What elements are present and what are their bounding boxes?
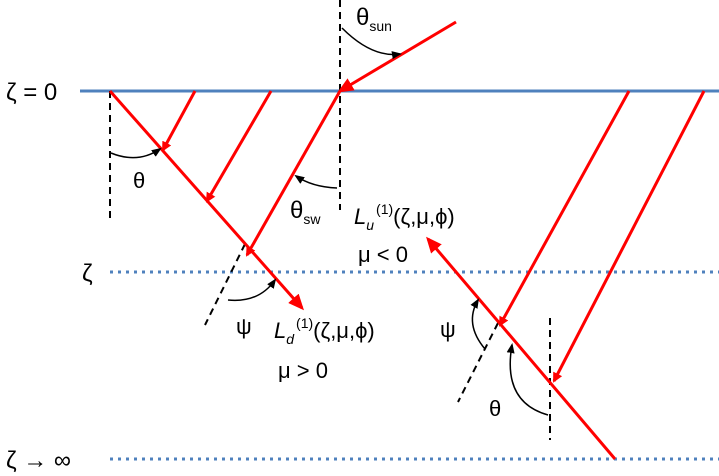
label-mu-negative: μ < 0 <box>358 242 408 267</box>
ray-down-2 <box>205 90 273 203</box>
label-psi-left: ψ <box>236 314 252 339</box>
label-theta-sun: θsun <box>356 4 392 34</box>
ray-down-1 <box>161 90 197 152</box>
psi-guide-right <box>457 322 499 403</box>
ray-down-3 <box>245 90 342 257</box>
label-zeta-0: ζ = 0 <box>6 79 57 106</box>
label-ld: Ld(1)(ζ,μ,ϕ) <box>274 315 375 347</box>
arc-theta-sw <box>294 174 338 189</box>
arc-theta-right <box>506 343 549 416</box>
label-theta-left: θ <box>133 168 145 193</box>
ray-lu-diagonal <box>426 236 617 460</box>
arc-psi-right <box>470 298 486 350</box>
psi-guide-left <box>204 243 246 326</box>
label-theta-sw: θsw <box>290 197 321 227</box>
sun-ray <box>337 20 457 93</box>
label-lu: Lu(1)(ζ,μ,ϕ) <box>354 201 455 233</box>
label-theta-right: θ <box>489 396 501 421</box>
arc-psi-left <box>227 278 277 302</box>
arc-theta-sun <box>341 27 402 60</box>
ray-down-4 <box>498 90 631 327</box>
label-mu-positive: μ > 0 <box>278 358 328 383</box>
arc-theta-left <box>110 147 162 159</box>
ray-ld-diagonal <box>108 90 304 311</box>
label-zeta: ζ <box>82 260 93 287</box>
ray-down-5 <box>552 90 706 383</box>
label-psi-right: ψ <box>440 317 456 342</box>
label-zeta-infinity: ζ → ∞ <box>6 447 71 474</box>
